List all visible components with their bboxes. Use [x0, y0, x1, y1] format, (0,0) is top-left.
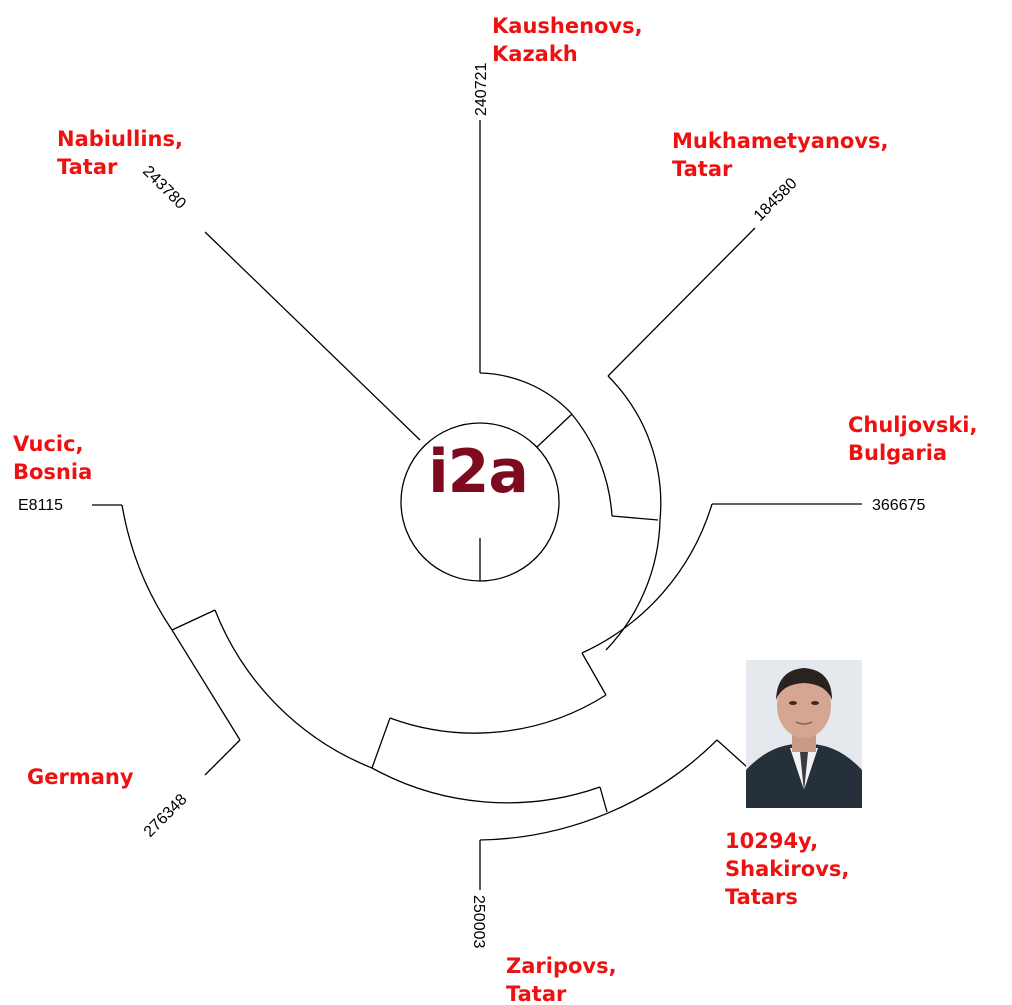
stub-vucic-clade	[171, 609, 216, 631]
portrait-photo-icon	[746, 660, 862, 808]
tip-id-chuljovski: 366675	[872, 497, 925, 514]
arc-mukhametyanovs-clade	[569, 411, 613, 517]
branch-germany	[171, 629, 241, 741]
label-vucic: Vucic, Bosnia	[13, 432, 92, 484]
tip-id-mukhametyanovs: 184580	[751, 175, 801, 225]
center-label: i2a	[428, 437, 528, 507]
arc-vucic-germany	[214, 609, 373, 769]
label-zaripovs-line1: Zaripovs,	[506, 954, 617, 978]
label-shakirovs-line2: Shakirovs,	[725, 857, 849, 881]
label-kaushenovs-line2: Kazakh	[492, 42, 578, 66]
label-nabiullins-line2: Tatar	[57, 155, 118, 179]
label-chuljovski-line1: Chuljovski,	[848, 413, 977, 437]
arc-kaushenovs-clade	[479, 372, 571, 413]
stub-kaushenovs-clade	[536, 413, 573, 448]
arc-outer-right	[389, 694, 607, 734]
arc-vucic	[121, 504, 173, 631]
label-nabiullins-line1: Nabiullins,	[57, 127, 183, 151]
label-kaushenovs: Kaushenovs, Kazakh	[492, 14, 650, 66]
branch-shakirovs	[716, 739, 748, 768]
label-shakirovs: 10294y, Shakirovs, Tatars	[725, 829, 857, 909]
tip-id-germany: 276348	[141, 791, 191, 841]
tip-id-nabiullins: 243780	[139, 163, 189, 213]
stub-kaush-arc	[611, 515, 659, 521]
arc-zaripovs-shakirovs	[479, 739, 718, 841]
stub-outer-right	[371, 717, 391, 769]
label-shakirovs-line1: 10294y,	[725, 829, 818, 853]
label-germany-line1: Germany	[27, 765, 134, 789]
label-mukhametyanovs-line1: Mukhametyanovs,	[672, 129, 889, 153]
stub-upper-group	[581, 652, 607, 696]
label-germany: Germany	[27, 765, 134, 789]
label-vucic-line2: Bosnia	[13, 460, 92, 484]
label-mukhametyanovs-line2: Tatar	[672, 157, 733, 181]
branch-germany-tip	[204, 739, 241, 776]
arc-upper-group	[605, 519, 661, 651]
arc-lower	[371, 767, 601, 804]
label-shakirovs-line3: Tatars	[725, 885, 798, 909]
stub-lower	[599, 786, 608, 813]
label-kaushenovs-line1: Kaushenovs,	[492, 14, 643, 38]
tip-id-zaripovs: 250003	[470, 895, 487, 948]
branch-nabiullins	[204, 231, 421, 441]
arc-chuljovski	[581, 503, 713, 654]
tip-id-kaushenovs: 240721	[473, 63, 490, 116]
tip-id-vucic: E8115	[18, 497, 63, 514]
arc-muk-outer	[607, 375, 662, 521]
label-zaripovs-line2: Tatar	[506, 982, 567, 1005]
label-vucic-line1: Vucic,	[13, 432, 84, 456]
branch-mukhametyanovs	[607, 227, 756, 377]
label-chuljovski-line2: Bulgaria	[848, 441, 947, 465]
label-mukhametyanovs: Mukhametyanovs, Tatar	[672, 129, 896, 181]
label-chuljovski: Chuljovski, Bulgaria	[848, 413, 985, 465]
label-nabiullins: Nabiullins, Tatar	[57, 127, 190, 179]
label-zaripovs: Zaripovs, Tatar	[506, 954, 624, 1005]
